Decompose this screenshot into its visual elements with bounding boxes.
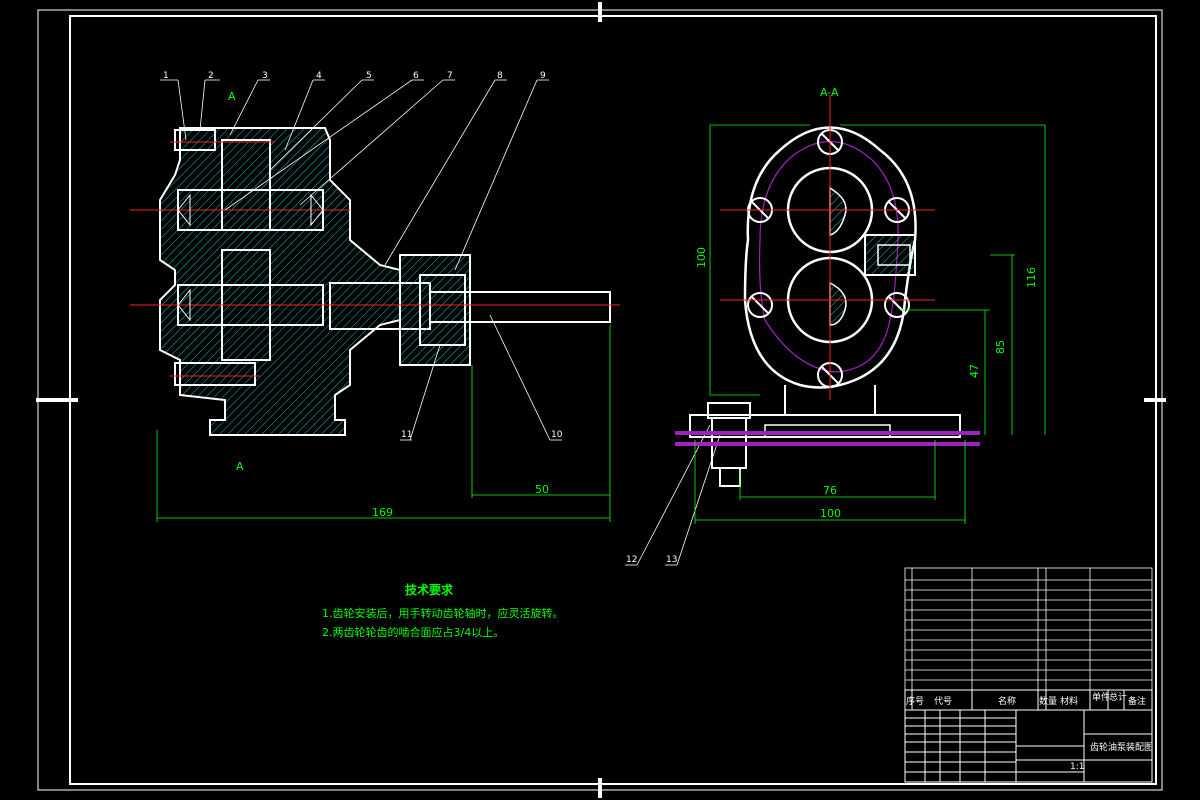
dim-100-horizontal: 100 (820, 507, 841, 520)
right-dimensions (694, 124, 1046, 524)
callout-6: 6 (413, 71, 419, 81)
callout-10: 10 (551, 430, 563, 440)
section-label: A-A (820, 86, 839, 99)
callout-3: 3 (262, 71, 268, 81)
tech-requirements: 技术要求 1.齿轮安装后，用手转动齿轮轴时，应灵活旋转。 2.两齿轮轮齿的啮合面… (322, 582, 564, 639)
dim-76: 76 (823, 484, 837, 497)
callout-11: 11 (401, 430, 412, 440)
sheet-border (36, 2, 1166, 798)
dim-100-vertical: 100 (695, 247, 708, 268)
callout-13: 13 (666, 555, 677, 565)
title-block-header: 序号 代号 名称 数量 材料 单件 总计 备注 (904, 689, 1153, 711)
section-markers: A A A-A (228, 86, 839, 473)
header-seq: 序号 (906, 695, 924, 707)
section-marker-top: A (228, 90, 236, 103)
header-name: 名称 (998, 695, 1016, 707)
drawing-scale: 1:1 (1070, 762, 1084, 772)
callout-leaders (160, 79, 721, 566)
tech-requirement-2: 2.两齿轮轮齿的啮合面应占3/4以上。 (322, 625, 504, 639)
tech-requirement-1: 1.齿轮安装后，用手转动齿轮轴时，应灵活旋转。 (322, 606, 564, 620)
callout-4: 4 (316, 71, 322, 81)
callout-5: 5 (366, 71, 372, 81)
dim-85: 85 (994, 340, 1007, 354)
section-view (130, 127, 620, 436)
dim-47: 47 (968, 364, 981, 378)
front-view (675, 95, 980, 487)
callout-9: 9 (540, 71, 546, 81)
dim-169: 169 (372, 506, 393, 519)
header-remark: 备注 (1128, 695, 1146, 707)
dim-50: 50 (535, 483, 549, 496)
header-total: 总计 (1109, 691, 1127, 703)
callout-numbers: 1 2 3 4 5 6 7 8 9 10 11 12 13 (163, 71, 677, 565)
header-unit: 单件 (1092, 691, 1110, 703)
left-dimensions (156, 325, 611, 522)
section-marker-bottom: A (236, 460, 244, 473)
callout-1: 1 (163, 71, 169, 81)
header-code: 代号 (934, 696, 952, 707)
tech-requirements-title: 技术要求 (405, 582, 454, 597)
callout-7: 7 (447, 71, 453, 81)
title-block (904, 709, 1153, 783)
header-material: 材料 (1060, 695, 1078, 707)
dim-116: 116 (1025, 267, 1038, 288)
callout-12: 12 (626, 555, 637, 565)
callout-2: 2 (208, 71, 214, 81)
parts-list (904, 567, 1153, 691)
drawing-name: 齿轮油泵装配图 (1090, 741, 1153, 753)
header-qty: 数量 (1039, 695, 1057, 707)
callout-8: 8 (497, 71, 503, 81)
